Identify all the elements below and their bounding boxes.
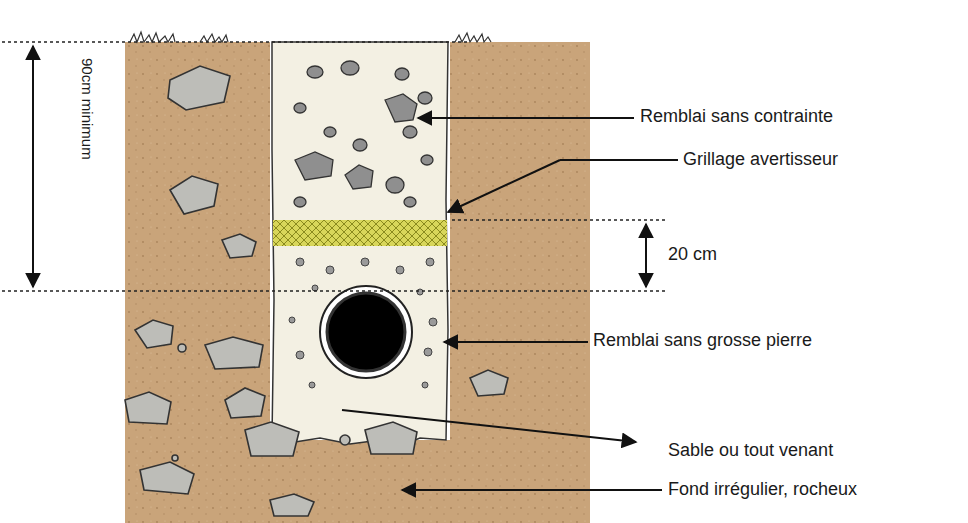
part-label: Remblai sans grosse pierre (593, 331, 812, 351)
part-label: Grillage avertisseur (683, 150, 838, 170)
small-pebbles (289, 258, 437, 388)
leader-arrows (342, 118, 678, 490)
pipe-outer (320, 286, 412, 378)
part-label: Remblai sans contrainte (640, 107, 833, 127)
reference-lines (2, 42, 665, 291)
coarse-stones (294, 61, 433, 207)
dimension-label: 20 cm (668, 245, 717, 265)
warning-mesh (273, 220, 447, 246)
soil (125, 42, 270, 523)
dimension-label: 90cm minimum (79, 58, 96, 160)
grass (130, 32, 491, 42)
dimension-arrow (645, 224, 647, 287)
soil (270, 440, 450, 523)
dimension-arrow (32, 46, 34, 287)
part-label: Sable ou tout venant (668, 441, 833, 461)
trench-backfill (272, 42, 448, 446)
soil (450, 42, 590, 523)
part-label: Fond irrégulier, rocheux (668, 480, 857, 500)
pipe (327, 293, 405, 371)
